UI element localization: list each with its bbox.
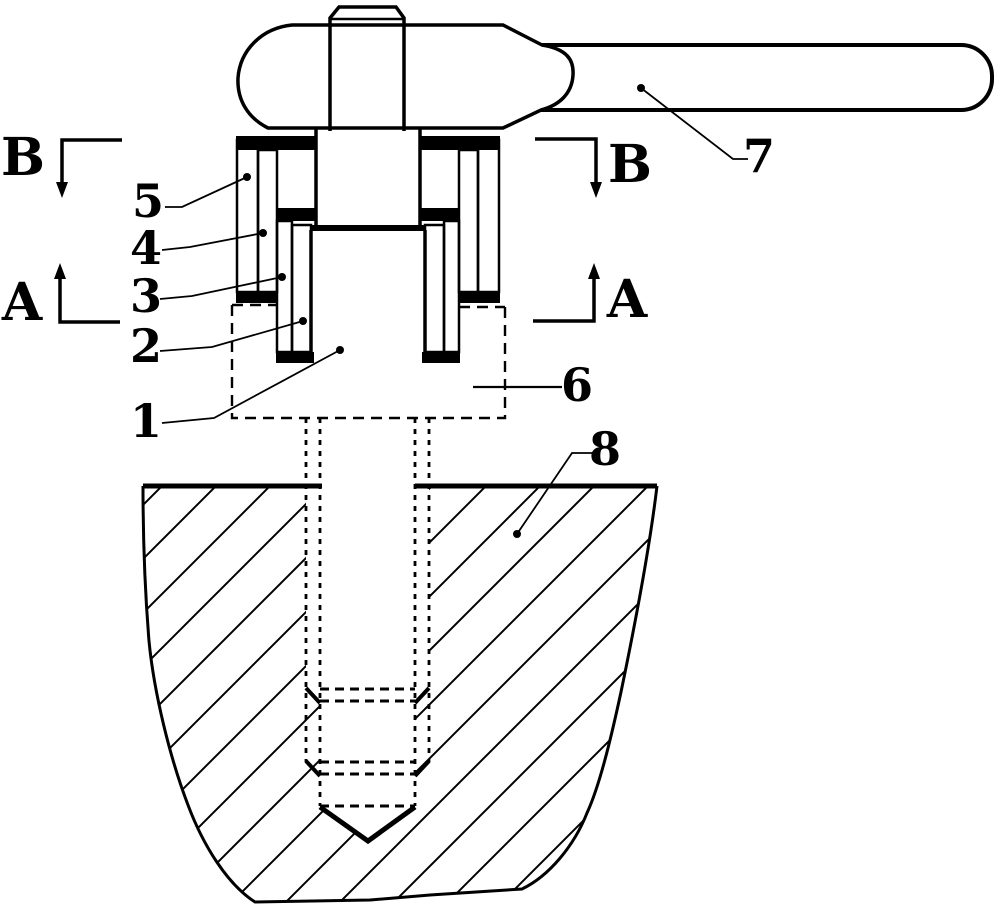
leader-dot-2	[299, 317, 307, 325]
top-flange-left	[236, 136, 316, 150]
leader-dot-5	[243, 173, 251, 181]
section-a-right-bracket	[533, 278, 596, 323]
section-b-right-arrow	[590, 182, 602, 198]
sleeve-assembly	[235, 136, 501, 363]
section-b-right-letter: B	[608, 134, 652, 195]
outer-foot-right	[459, 292, 500, 303]
part-label-6: 6	[561, 358, 593, 412]
part-label-8: 8	[589, 422, 621, 476]
section-a-left-letter: A	[1, 272, 43, 333]
leader-dot-7	[637, 84, 645, 92]
thread-step1-chamfers	[304, 686, 431, 705]
dashed-box-top-segments	[232, 303, 505, 309]
inner-foot-right	[422, 352, 460, 363]
bolt-top-stub	[328, 5, 406, 131]
leader-dot-1	[336, 346, 344, 354]
part-label-3: 3	[130, 269, 162, 323]
section-b-left-letter: B	[1, 127, 45, 188]
part-labels: 5 4 3 2 1 6 7 8	[130, 129, 775, 476]
block-outline	[141, 485, 659, 904]
hidden-bolt-lines	[304, 418, 431, 845]
inner-foot-left	[276, 352, 314, 363]
section-marker-b-left: B	[1, 127, 122, 198]
section-a-right-letter: A	[606, 269, 648, 330]
top-flange-right	[420, 136, 500, 150]
leader-line-7	[640, 87, 748, 160]
thread-step1-lines	[320, 687, 415, 703]
workpiece-block	[141, 483, 659, 904]
leader-dot-3	[278, 273, 286, 281]
section-marker-a-left: A	[1, 263, 120, 333]
leader-line-2	[159, 320, 304, 352]
thread-step2-chamfers	[304, 759, 431, 778]
block-hatch-body	[143, 486, 657, 902]
section-b-left-bracket	[60, 138, 122, 183]
leader-dot-4	[259, 229, 267, 237]
dashed-region-6	[230, 303, 507, 420]
thread-step2-lines	[320, 760, 415, 776]
section-b-right-bracket	[535, 137, 598, 183]
inner-flange-right	[420, 208, 459, 221]
section-a-left-arrow	[54, 263, 66, 279]
leader-line-3	[159, 276, 283, 300]
part-label-7: 7	[743, 129, 775, 183]
dashed-box-outline	[230, 305, 507, 420]
outer-foot-left	[236, 292, 277, 303]
leader-dot-8	[513, 530, 521, 538]
leader-lines	[159, 84, 748, 538]
section-a-left-bracket	[58, 278, 120, 324]
part-label-2: 2	[130, 319, 162, 373]
leader-line-4	[161, 232, 264, 251]
leader-line-5	[165, 176, 248, 208]
inner-flange-left	[277, 208, 316, 221]
part-label-5: 5	[132, 174, 164, 228]
section-marker-b-right: B	[535, 134, 652, 198]
section-b-left-arrow	[56, 182, 68, 198]
leader-line-1	[161, 349, 341, 424]
wrench-head	[236, 23, 575, 130]
part-label-4: 4	[130, 221, 162, 275]
part-label-1: 1	[130, 394, 162, 448]
drill-point-v	[318, 804, 417, 845]
section-marker-a-right: A	[533, 263, 648, 330]
section-a-right-arrow	[588, 263, 600, 279]
leader-line-8	[516, 452, 594, 535]
